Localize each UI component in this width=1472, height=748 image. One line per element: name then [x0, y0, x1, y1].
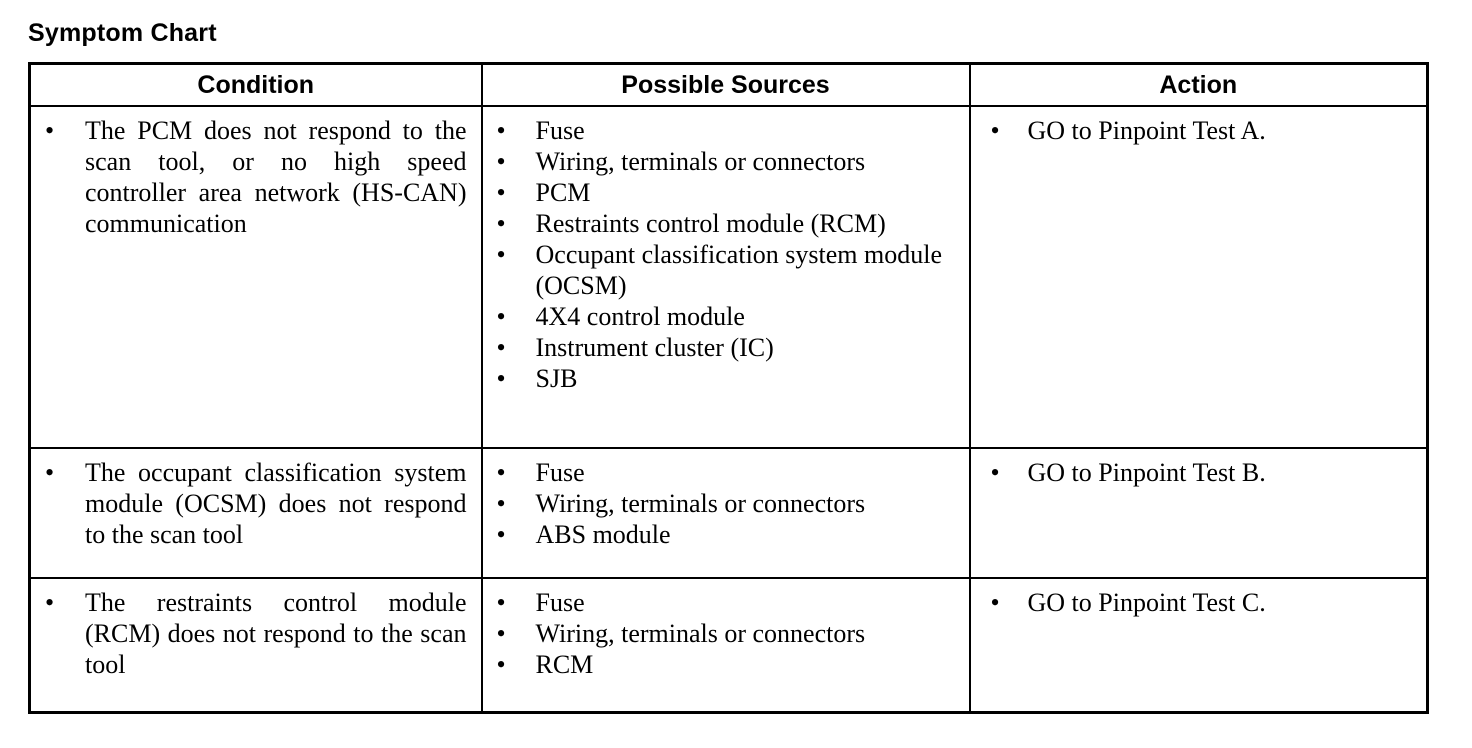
list-item-label: Fuse — [535, 116, 585, 145]
list-item-label: The restraints control module (RCM) does… — [85, 588, 467, 679]
table-row: • The PCM does not respond to the scan to… — [28, 105, 1429, 449]
list-item-label: Wiring, terminals or connectors — [535, 147, 866, 176]
list-item-label: SJB — [535, 364, 578, 393]
cell-possible-sources: • Fuse • Wiring, terminals or connectors • PC… — [480, 105, 971, 449]
condition-list: • The restraints control module (RCM) doe… — [31, 579, 481, 698]
bullet-icon: • — [496, 650, 506, 679]
cell-condition: • The occupant classification system modu… — [28, 447, 483, 579]
bullet-icon: • — [496, 619, 506, 648]
symptom-chart-table: Condition Possible Sources Action • The P… — [28, 62, 1429, 714]
cell-possible-sources: • Fuse • Wiring, terminals or connectors • RC… — [480, 577, 971, 714]
bullet-icon: • — [496, 178, 506, 207]
bullet-icon: • — [496, 489, 506, 518]
list-item: • The occupant classification system modu… — [31, 457, 467, 550]
cell-condition: • The PCM does not respond to the scan to… — [28, 105, 483, 449]
bullet-icon: • — [990, 458, 1000, 487]
sources-list: • Fuse • Wiring, terminals or connectors • AB… — [483, 449, 969, 568]
list-item: • The PCM does not respond to the scan to… — [31, 115, 467, 239]
column-header-condition: Condition — [28, 62, 483, 107]
sources-list: • Fuse • Wiring, terminals or connectors • RC… — [483, 579, 969, 698]
bullet-icon: • — [496, 364, 506, 393]
bullet-icon: • — [45, 458, 55, 487]
list-item: • Fuse — [483, 457, 953, 488]
cell-condition: • The restraints control module (RCM) doe… — [28, 577, 483, 714]
table-row: • The restraints control module (RCM) doe… — [28, 577, 1429, 714]
bullet-icon: • — [496, 209, 506, 238]
list-item: • GO to Pinpoint Test C. — [971, 587, 1411, 618]
list-item: • Occupant classification system module (… — [483, 239, 953, 301]
list-item-label: 4X4 control module — [535, 302, 745, 331]
cell-action: • GO to Pinpoint Test C. — [968, 577, 1429, 714]
list-item: • Restraints control module (RCM) — [483, 208, 953, 239]
list-item: • Fuse — [483, 587, 953, 618]
list-item-label: GO to Pinpoint Test C. — [1027, 588, 1266, 617]
list-item-label: Instrument cluster (IC) — [535, 333, 774, 362]
column-header-action: Action — [968, 62, 1429, 107]
bullet-icon: • — [990, 116, 1000, 145]
bullet-icon: • — [990, 588, 1000, 617]
bullet-icon: • — [496, 240, 506, 269]
bullet-icon: • — [496, 147, 506, 176]
list-item: • RCM — [483, 649, 953, 680]
list-item: • 4X4 control module — [483, 301, 953, 332]
list-item: • Fuse — [483, 115, 953, 146]
bullet-icon: • — [496, 520, 506, 549]
condition-list: • The occupant classification system modu… — [31, 449, 481, 568]
page-title: Symptom Chart — [28, 19, 217, 47]
list-item: • GO to Pinpoint Test B. — [971, 457, 1411, 488]
table-header-row: Condition Possible Sources Action — [28, 62, 1429, 107]
cell-action: • GO to Pinpoint Test A. — [968, 105, 1429, 449]
action-list: • GO to Pinpoint Test A. — [971, 107, 1427, 164]
cell-action: • GO to Pinpoint Test B. — [968, 447, 1429, 579]
list-item: • The restraints control module (RCM) doe… — [31, 587, 467, 680]
list-item: • Wiring, terminals or connectors — [483, 618, 953, 649]
condition-list: • The PCM does not respond to the scan to… — [31, 107, 481, 257]
list-item: • ABS module — [483, 519, 953, 550]
list-item-label: PCM — [535, 178, 591, 207]
list-item-label: Restraints control module (RCM) — [535, 209, 886, 238]
bullet-icon: • — [496, 333, 506, 362]
bullet-icon: • — [496, 458, 506, 487]
list-item: • Wiring, terminals or connectors — [483, 146, 953, 177]
list-item: • GO to Pinpoint Test A. — [971, 115, 1411, 146]
cell-possible-sources: • Fuse • Wiring, terminals or connectors • AB… — [480, 447, 971, 579]
list-item-label: Wiring, terminals or connectors — [535, 619, 866, 648]
list-item-label: Fuse — [535, 588, 585, 617]
list-item: • PCM — [483, 177, 953, 208]
sources-list: • Fuse • Wiring, terminals or connectors • PC… — [483, 107, 969, 412]
bullet-icon: • — [45, 588, 55, 617]
list-item-label: The PCM does not respond to the scan too… — [85, 116, 467, 238]
table-row: • The occupant classification system modu… — [28, 447, 1429, 579]
bullet-icon: • — [496, 116, 506, 145]
column-header-possible-sources: Possible Sources — [480, 62, 971, 107]
bullet-icon: • — [45, 116, 55, 145]
list-item: • Instrument cluster (IC) — [483, 332, 953, 363]
action-list: • GO to Pinpoint Test B. — [971, 449, 1427, 506]
bullet-icon: • — [496, 302, 506, 331]
bullet-icon: • — [496, 588, 506, 617]
action-list: • GO to Pinpoint Test C. — [971, 579, 1427, 636]
list-item-label: Wiring, terminals or connectors — [535, 489, 866, 518]
list-item-label: Fuse — [535, 458, 585, 487]
table-body: • The PCM does not respond to the scan to… — [28, 105, 1429, 714]
list-item-label: The occupant classification system modul… — [85, 458, 467, 549]
list-item-label: ABS module — [535, 520, 671, 549]
list-item: • Wiring, terminals or connectors — [483, 488, 953, 519]
list-item-label: RCM — [535, 650, 594, 679]
list-item: • SJB — [483, 363, 953, 394]
list-item-label: Occupant classification system module (O… — [535, 240, 943, 300]
list-item-label: GO to Pinpoint Test A. — [1027, 116, 1266, 145]
list-item-label: GO to Pinpoint Test B. — [1027, 458, 1266, 487]
